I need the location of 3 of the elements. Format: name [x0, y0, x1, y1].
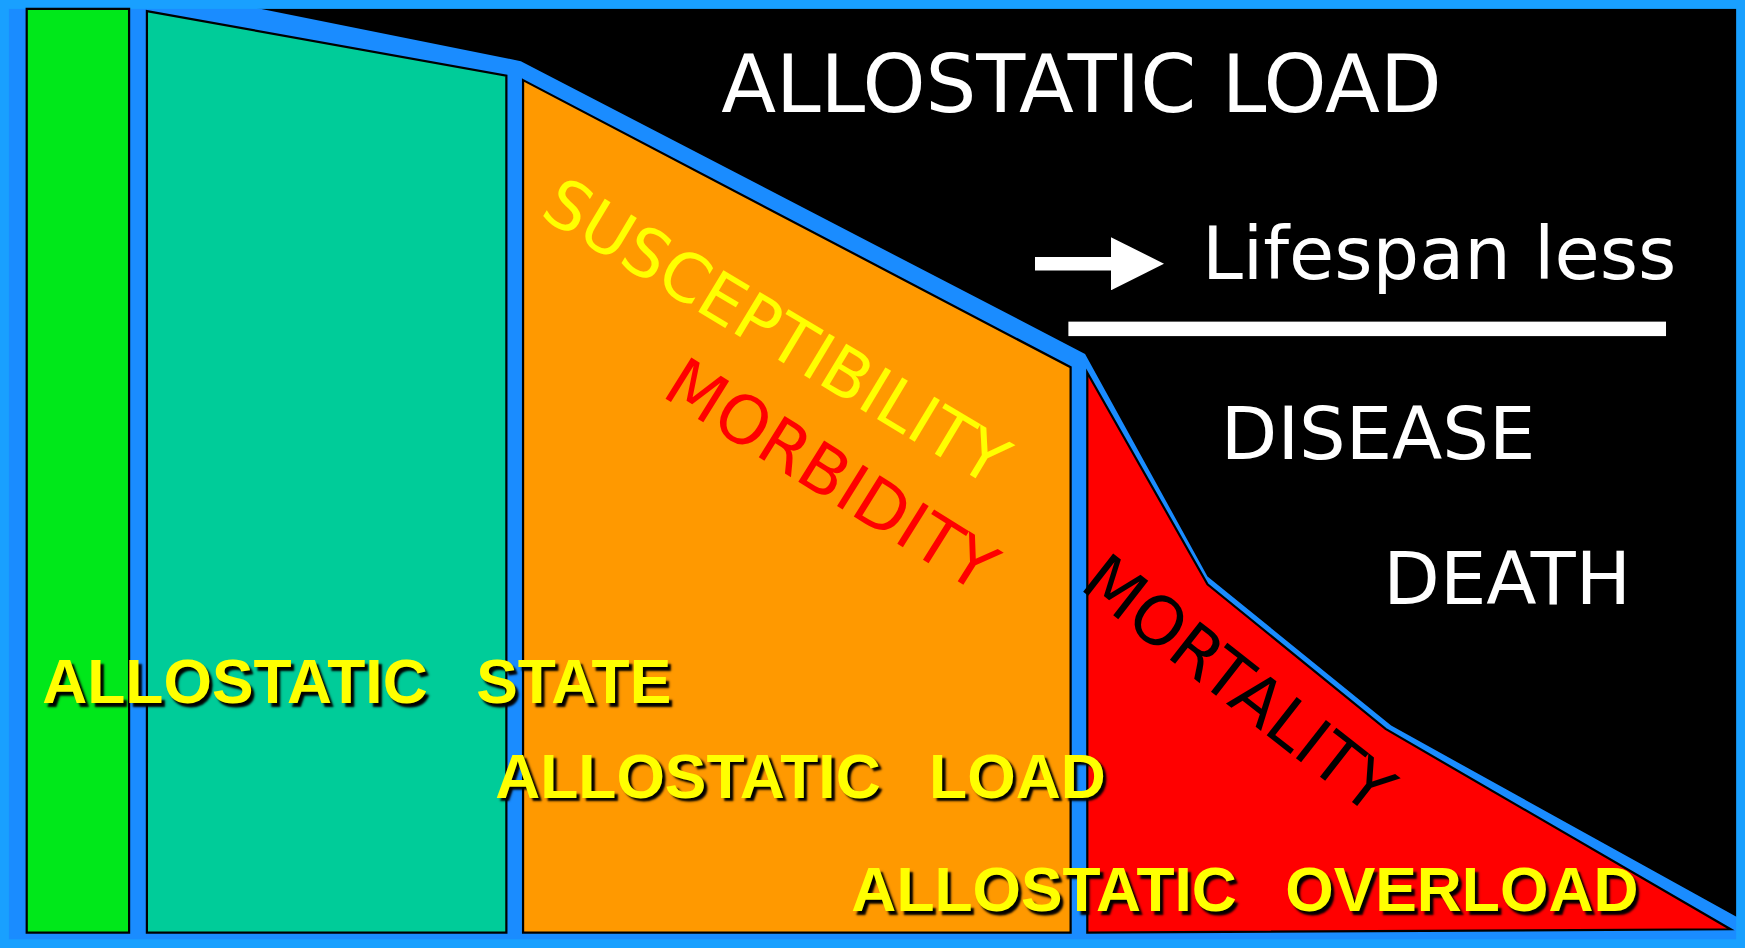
- lifespan-label: Lifespan less: [1201, 218, 1677, 292]
- disease-label: DISEASE: [1220, 397, 1536, 471]
- title: ALLOSTATIC LOAD: [721, 44, 1442, 125]
